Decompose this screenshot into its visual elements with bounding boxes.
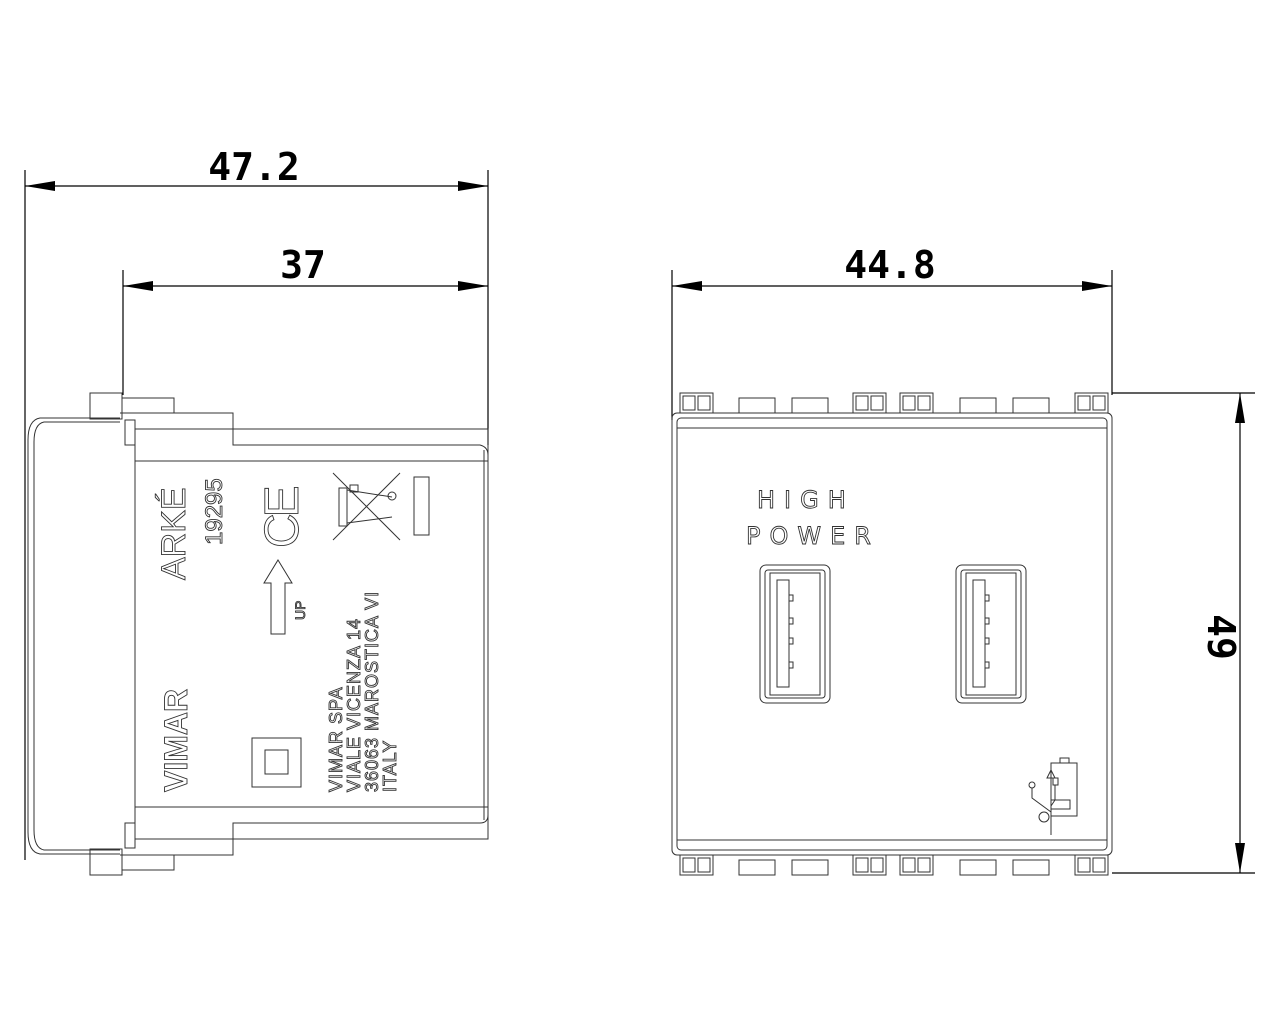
dimension-label: 49	[1199, 614, 1243, 660]
clip-tab	[870, 395, 884, 411]
ce-mark: CE	[256, 487, 309, 548]
clip-tab	[697, 857, 711, 873]
clip-tab	[682, 395, 696, 411]
clip-tab	[697, 395, 711, 411]
clip-tab	[1074, 392, 1109, 414]
article-code: 19295	[201, 478, 228, 545]
address-line: 36063 MAROSTICA VI	[362, 591, 382, 792]
clip-tab	[1092, 857, 1106, 873]
clip-tab	[1012, 397, 1050, 414]
clip-tab	[679, 854, 714, 876]
clip-tab	[1077, 395, 1091, 411]
clip-tab	[959, 859, 997, 876]
address-line: VIALE VICENZA 14	[344, 618, 364, 792]
dimension-height: 49	[1112, 392, 1255, 874]
dimension-width: 44.8	[671, 243, 1113, 420]
dimension-overall-depth: 47.2	[24, 145, 489, 860]
front-view: HIGH POWER	[671, 392, 1113, 876]
clip-tab	[1074, 854, 1109, 876]
clip-tab	[917, 395, 931, 411]
clip-tab	[1077, 857, 1091, 873]
marking-box	[413, 476, 430, 536]
clip-tab	[902, 395, 916, 411]
dimension-label: 37	[280, 243, 326, 287]
clip-tab	[959, 397, 997, 414]
clip-tab	[1092, 395, 1106, 411]
clip-tab	[852, 854, 887, 876]
clip-tab	[682, 857, 696, 873]
clip-tabs	[679, 392, 1109, 876]
clip-tab	[899, 392, 934, 414]
qr-square	[251, 737, 302, 788]
up-arrow-icon	[263, 559, 293, 635]
series-logo: ARKÉ	[155, 487, 193, 580]
clip-tab	[679, 392, 714, 414]
side-view: ARKÉ 19295 CE UP VIMAR VIMAR SPA VIALE V…	[27, 392, 489, 876]
address-line: ITALY	[380, 740, 400, 792]
orientation-label: UP	[292, 601, 308, 620]
brand-logo: VIMAR	[158, 689, 194, 792]
clip-tab	[855, 857, 869, 873]
usb-port-1	[759, 564, 831, 704]
clip-tab	[855, 395, 869, 411]
power-label: POWER	[746, 522, 880, 550]
dimension-body-depth: 37	[122, 243, 488, 395]
dimension-label: 47.2	[208, 145, 300, 189]
usb-charging-icon	[1028, 757, 1078, 835]
clip-tab	[791, 859, 829, 876]
clip-tab	[899, 854, 934, 876]
clip-tab	[791, 397, 829, 414]
usb-port-2	[955, 564, 1027, 704]
clip-tab	[902, 857, 916, 873]
clip-tab	[917, 857, 931, 873]
clip-tab	[852, 392, 887, 414]
high-label: HIGH	[757, 486, 855, 514]
weee-bin-icon	[332, 472, 401, 541]
clip-tab	[1012, 859, 1050, 876]
clip-tab	[738, 397, 776, 414]
clip-tab	[738, 859, 776, 876]
address-block: VIMAR SPA VIALE VICENZA 14 36063 MAROSTI…	[326, 590, 401, 792]
dimension-label: 44.8	[844, 243, 936, 287]
address-line: VIMAR SPA	[326, 686, 346, 792]
clip-tab	[870, 857, 884, 873]
